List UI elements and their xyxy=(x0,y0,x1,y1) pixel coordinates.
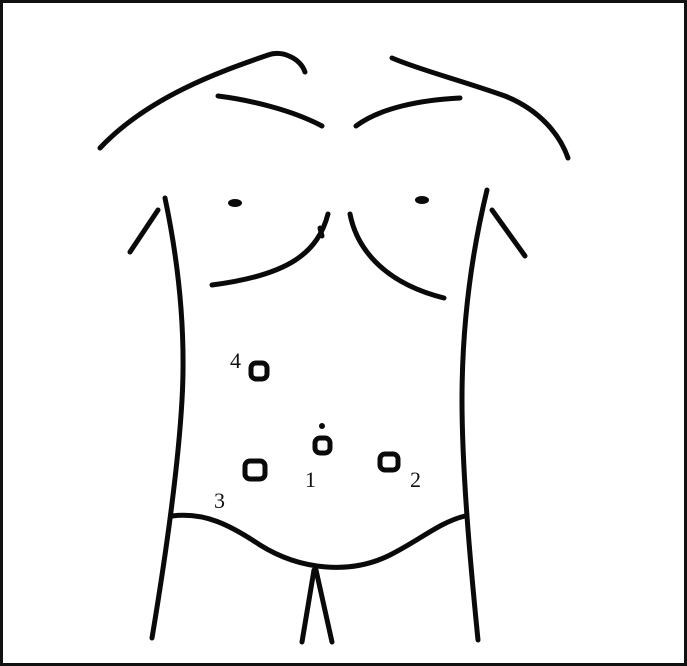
right-torso-side xyxy=(462,190,487,640)
sternum-mark xyxy=(320,228,322,236)
right-pectoral-line xyxy=(350,214,444,298)
port-1-dot xyxy=(319,423,325,429)
left-shoulder-line xyxy=(100,54,305,148)
left-pectoral-line xyxy=(212,214,328,285)
right-nipple xyxy=(415,196,429,204)
right-clavicle-line xyxy=(356,98,460,126)
waistline xyxy=(172,515,465,567)
left-torso-side xyxy=(152,198,183,638)
right-armpit-line xyxy=(492,210,525,256)
right-groin-line xyxy=(316,570,332,642)
right-shoulder-line xyxy=(392,58,568,158)
port-3-label: 3 xyxy=(214,488,225,513)
port-4-marker xyxy=(251,363,267,379)
port-1-label: 1 xyxy=(305,467,316,492)
port-4-label: 4 xyxy=(230,348,241,373)
port-2-marker xyxy=(380,454,398,470)
left-nipple xyxy=(228,199,242,207)
left-groin-line xyxy=(302,570,314,642)
port-3-marker xyxy=(245,461,265,479)
left-clavicle-line xyxy=(218,96,322,126)
port-2-label: 2 xyxy=(410,467,421,492)
left-armpit-line xyxy=(130,210,158,252)
port-1-marker xyxy=(315,438,330,453)
